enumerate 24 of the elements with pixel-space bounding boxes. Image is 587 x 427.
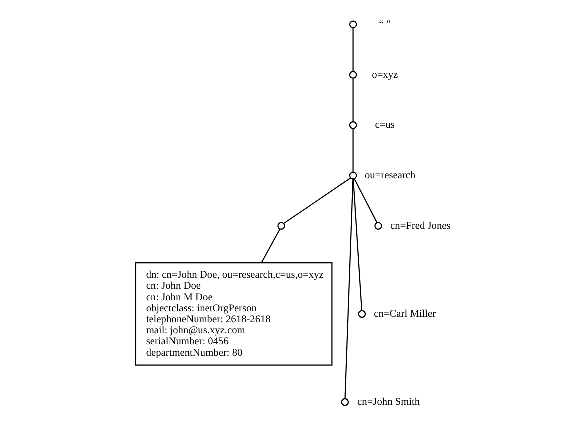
node-label: ou=research (364, 170, 416, 182)
connector (352, 128, 354, 172)
node-circle (358, 310, 366, 318)
node-label: c=us (375, 120, 395, 132)
node-circle (349, 172, 358, 180)
connector (261, 229, 281, 264)
connector (352, 28, 354, 72)
node-circle (349, 122, 358, 130)
node-circle (278, 222, 286, 230)
connector (344, 179, 354, 399)
connector (352, 179, 363, 311)
connector (354, 178, 378, 224)
node-label: o=xyz (372, 70, 398, 81)
connector (284, 178, 352, 224)
node-label: cn=John Smith (358, 397, 420, 408)
node-circle (374, 222, 382, 230)
node-circle (349, 20, 358, 29)
node-box: dn: cn=John Doe, ou=research,c=us,o=xyz cn: John Doe cn: John M Doe objectclass: inetOrgPerson telephoneNumber: 2618-2618 mail: john@us.xyz.com serialNumber: 0456 departmentNumber: 80 (135, 262, 333, 366)
node-label: cn=Carl Miller (374, 308, 436, 320)
node-circle (341, 398, 350, 406)
node-circle (349, 71, 358, 79)
connector (352, 78, 354, 122)
node-label: cn=Fred Jones (390, 220, 451, 232)
node-label: “ ” (379, 19, 392, 30)
